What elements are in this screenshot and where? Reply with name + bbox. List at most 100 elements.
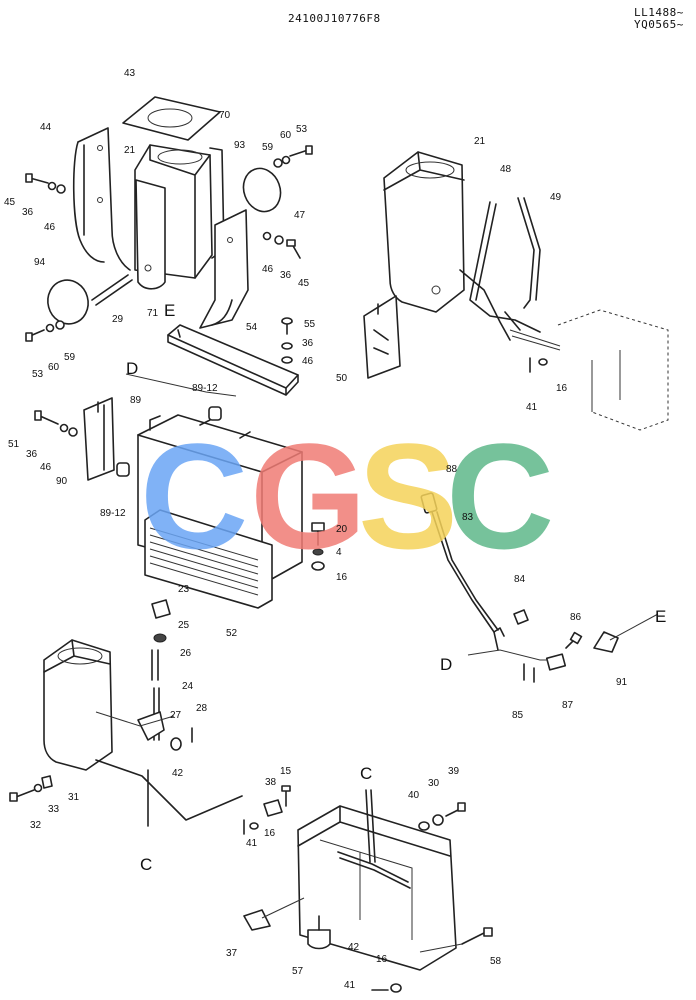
serial-range-end: YQ0565~ [634,18,684,31]
callout-53: 53 [296,124,308,135]
console-bottom-opening [57,647,103,665]
cable-42-part [95,759,243,827]
callout-16: 16 [376,954,388,965]
callout-36: 36 [280,270,292,281]
console-box-edge [149,144,211,279]
lever-48-part [469,201,541,333]
floor-box-assembly [243,785,493,993]
callout-39: 39 [448,766,460,777]
watermark-letter: C [140,412,248,580]
callout-26: 26 [180,648,192,659]
watermark-letter: G [250,412,367,580]
callout-31: 31 [68,792,80,803]
nut-25-part [153,633,167,643]
round-cover-part [242,167,282,213]
lever-49-part [517,197,541,309]
callout-29: 29 [112,314,124,325]
bolt-32-part [15,789,35,798]
callout-46: 46 [302,356,314,367]
round-cover-part [47,279,89,325]
callout-16: 16 [336,572,348,583]
leader-d [467,649,548,661]
top-cover-part [122,96,221,141]
rod-link [95,711,175,727]
callout-94: 94 [34,257,46,268]
callout-46: 46 [262,264,274,275]
washer-16-part [249,822,259,830]
callout-90: 90 [56,476,68,487]
knob-23-part [151,599,171,619]
callout-24: 24 [182,681,194,692]
callout-23: 23 [178,584,190,595]
callout-87: 87 [562,700,574,711]
stem-c-part [365,789,376,863]
callout-41: 41 [246,838,258,849]
watermark-letter: C [446,412,554,580]
callout-30: 30 [428,778,440,789]
section-label: C [360,764,372,783]
block-87-part [545,653,567,671]
section-label: D [440,655,452,674]
leader-line [261,897,305,919]
callout-49: 49 [550,192,562,203]
callout-45: 45 [298,278,310,289]
watermark: C G S C [140,412,554,580]
stem-26-part [151,649,159,681]
callout-46: 46 [44,222,56,233]
rubber-part [116,462,130,477]
floor-box-inner [319,839,413,940]
callout-89: 89 [130,395,142,406]
washer-part [538,358,548,366]
rod-83-part [431,511,499,651]
callout-4: 4 [336,547,342,558]
bracket-hole [227,237,233,243]
callout-40: 40 [408,790,420,801]
bolt-group [34,410,78,437]
callout-85: 85 [512,710,524,721]
front-plate-part [135,179,166,290]
callout-54: 54 [246,322,258,333]
washer-27-part [170,737,182,751]
panel-89-flange [149,415,251,439]
callout-37: 37 [226,948,238,959]
right-bracket-leg [211,299,233,326]
cap-57-part [307,929,331,950]
rod-83-end [493,627,505,637]
console-box-opening [157,149,203,165]
callout-21: 21 [474,136,486,147]
block-38-part [263,799,283,817]
callout-60: 60 [280,130,292,141]
callout-83: 83 [462,512,474,523]
bolt-group [311,522,325,571]
floor-panel-ghost [591,350,621,412]
bracket-hole [97,197,103,203]
callout-42: 42 [172,768,184,779]
callout-71: 71 [147,308,159,319]
callout-16: 16 [264,828,276,839]
callout-45: 45 [4,197,16,208]
panel-50-part [363,295,401,379]
callout-59: 59 [262,142,274,153]
callout-60: 60 [48,362,60,373]
bracket-90-part [83,397,115,481]
callout-86: 86 [570,612,582,623]
grille-slots [149,527,259,596]
panel-50-edge [373,303,389,355]
section-label: E [655,607,666,626]
floor-box-edge [297,805,451,857]
callout-44: 44 [40,122,52,133]
bolt-84-part [513,609,529,625]
watermark-letter: S [358,412,458,580]
knob-37-part [243,909,271,931]
callout-46: 46 [40,462,52,473]
callout-89-12: 89-12 [100,508,126,519]
callout-36: 36 [22,207,34,218]
washer-16-bottom [390,983,402,993]
shaft-part [509,329,561,351]
callout-38: 38 [265,777,277,788]
callout-15: 15 [280,766,292,777]
callout-50: 50 [336,373,348,384]
callout-58: 58 [490,956,502,967]
callout-91: 91 [616,677,628,688]
